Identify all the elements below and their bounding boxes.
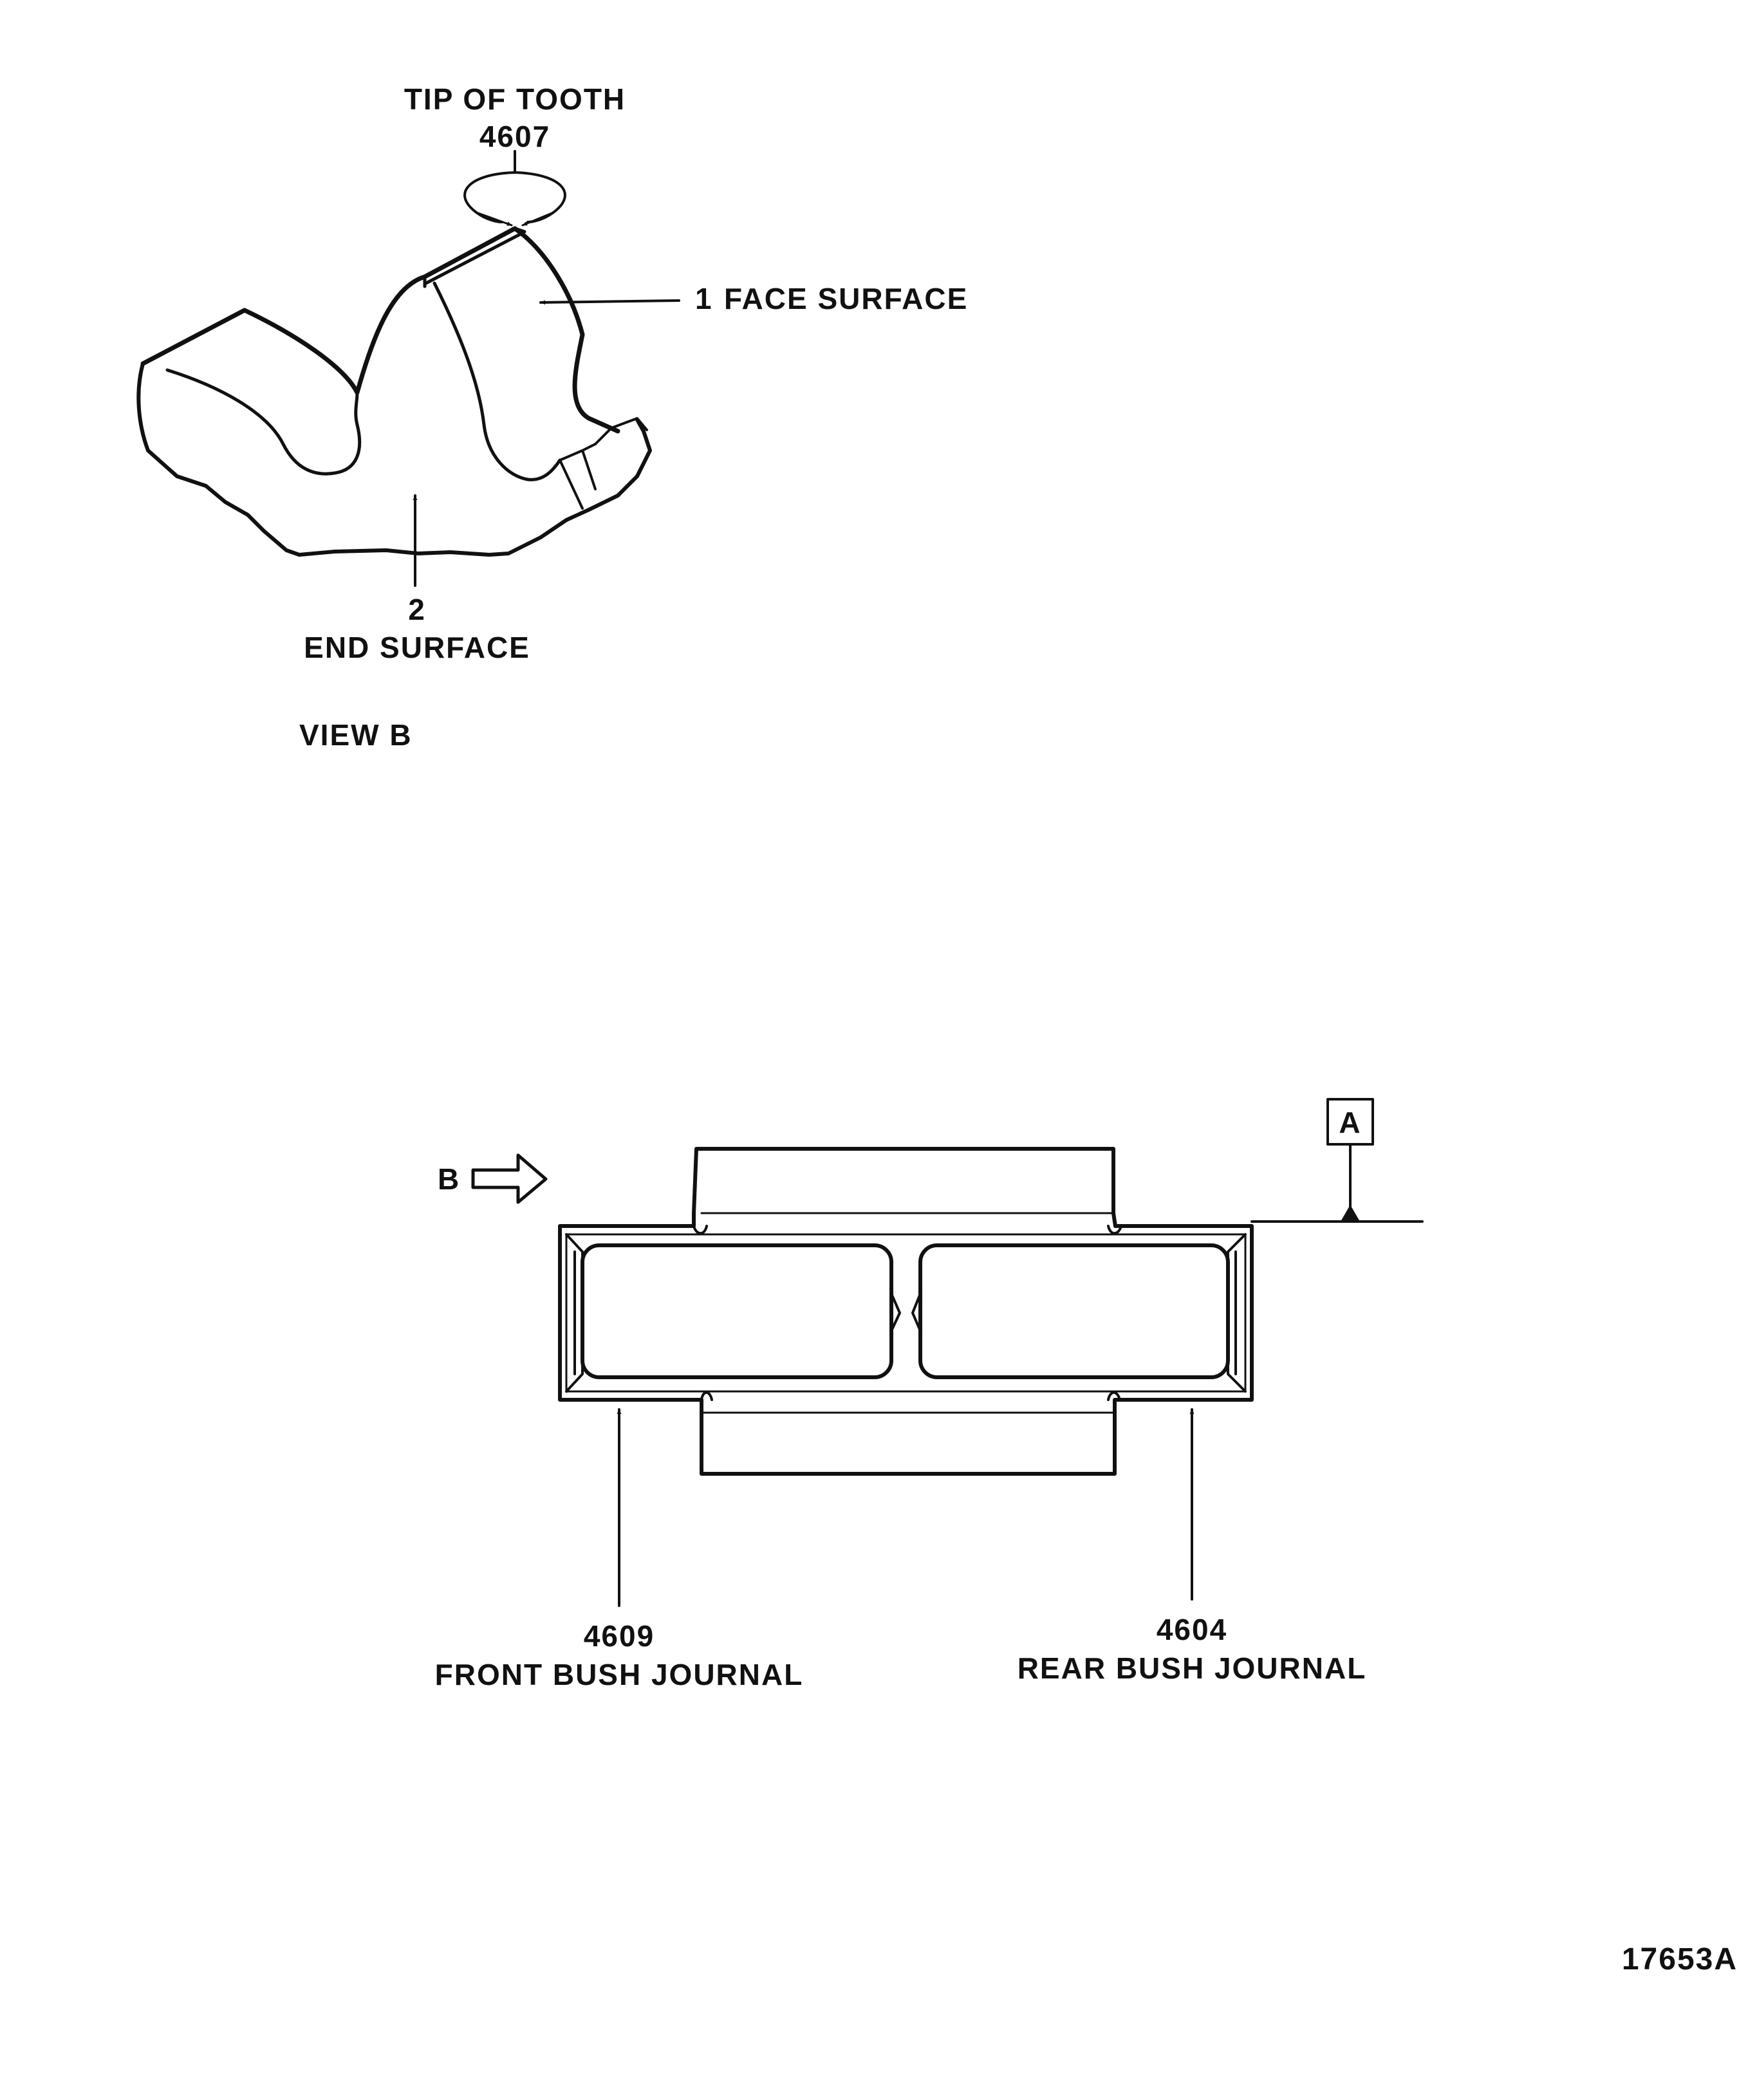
view-b-title: VIEW B xyxy=(299,718,413,752)
datum-label: A xyxy=(1339,1106,1361,1139)
gear-section xyxy=(558,1147,1254,1476)
face-surface-number: 1 xyxy=(695,282,713,315)
tip-of-tooth-label: TIP OF TOOTH xyxy=(404,82,626,116)
tooth-root-right xyxy=(432,281,562,481)
center-oil-groove xyxy=(890,1292,922,1332)
view-direction-arrow xyxy=(471,1153,548,1204)
gear-body-edge xyxy=(136,362,652,557)
tooth-tip-flat xyxy=(423,227,526,288)
face-surface-label: FACE SURFACE xyxy=(724,282,968,315)
gear-tooth-view xyxy=(136,226,652,557)
tooth-root-left xyxy=(165,368,362,476)
front-bush-number: 4609 xyxy=(584,1619,655,1653)
view-arrow-label: B xyxy=(438,1162,460,1196)
front-bush-bore xyxy=(581,1243,893,1379)
tip-loop xyxy=(514,171,566,223)
fracture-chunk xyxy=(559,417,648,510)
front-bush-label: FRONT BUSH JOURNAL xyxy=(435,1658,804,1691)
rear-bush-label: REAR BUSH JOURNAL xyxy=(1018,1651,1367,1685)
gear-tooth-outline xyxy=(140,226,620,434)
tip-of-tooth-callout xyxy=(463,150,566,227)
figure-number: 17653A xyxy=(1622,1942,1738,1976)
end-surface-number: 2 xyxy=(408,593,426,626)
section-outline xyxy=(558,1147,1254,1476)
face-surface-leader xyxy=(539,299,680,305)
rear-bush-bore xyxy=(918,1243,1230,1379)
datum-feature xyxy=(1250,1098,1424,1223)
rear-bush-number: 4604 xyxy=(1157,1613,1227,1646)
tip-of-tooth-number: 4607 xyxy=(479,120,550,153)
end-surface-label: END SURFACE xyxy=(304,631,530,664)
